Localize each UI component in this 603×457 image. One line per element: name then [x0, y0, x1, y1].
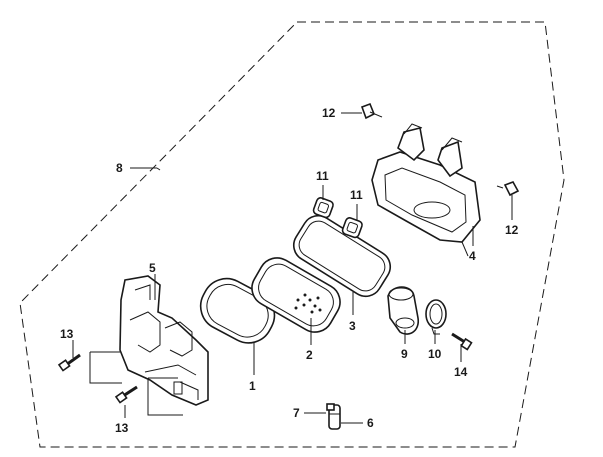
part-4-housing [371, 123, 481, 257]
part-12-bolt-right [496, 181, 520, 197]
assembly-boundary [19, 21, 565, 448]
callout-8: 8 [116, 161, 123, 175]
part-14-screw [451, 332, 473, 351]
leader-lines [72, 112, 513, 424]
part-9-connecting-tube [387, 286, 420, 335]
callout-12-top: 12 [322, 106, 336, 120]
part-13-screw-lower [114, 385, 138, 404]
part-11-seal-b [341, 217, 363, 239]
callout-4: 4 [469, 249, 476, 263]
callout-11-right: 11 [350, 188, 363, 202]
callout-6: 6 [367, 416, 374, 430]
part-7-drain-plug [326, 403, 335, 411]
callout-13-lower: 13 [115, 421, 129, 435]
callout-5: 5 [149, 261, 156, 275]
part-6-drain-tube [328, 404, 341, 430]
callout-1: 1 [249, 379, 256, 393]
part-13-screw-upper [57, 353, 81, 372]
part-10-clamp [425, 299, 447, 335]
callout-7: 7 [293, 406, 300, 420]
callout-11-left: 11 [316, 169, 329, 183]
part-11-seal-a [312, 197, 334, 219]
part-12-bolt-top [360, 102, 383, 120]
callout-12-right: 12 [505, 223, 519, 237]
callout-13-upper: 13 [60, 327, 74, 341]
callout-2: 2 [306, 348, 313, 362]
part-2-element-holder [251, 257, 341, 333]
callout-3: 3 [349, 319, 356, 333]
callout-10: 10 [428, 347, 442, 361]
callout-labels: 8 5 1 2 3 4 9 10 14 11 11 12 12 13 13 7 … [60, 106, 519, 435]
callout-14: 14 [454, 365, 468, 379]
part-5-case-cover [119, 275, 209, 406]
callout-9: 9 [401, 347, 408, 361]
